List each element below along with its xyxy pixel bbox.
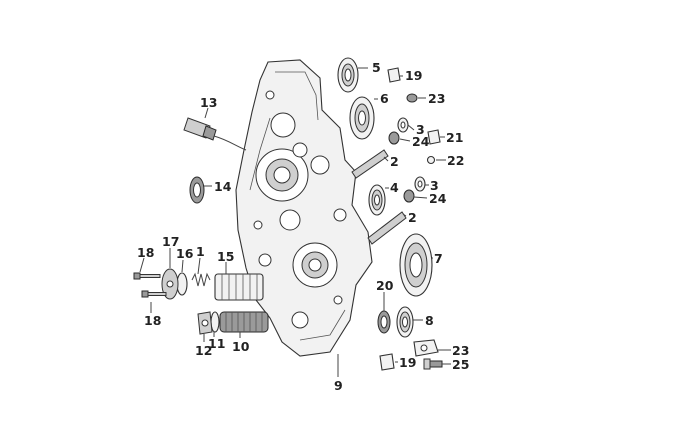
strainer-10 bbox=[219, 311, 269, 333]
callout-19-upper: 19 bbox=[405, 68, 422, 83]
clip-19-lower bbox=[379, 353, 395, 371]
dowel-pin-2-lower bbox=[367, 211, 407, 245]
bolt-18-lower bbox=[141, 290, 167, 298]
callout-3-upper: 3 bbox=[416, 122, 425, 137]
callout-14: 14 bbox=[214, 179, 232, 194]
callout-2-lower: 2 bbox=[408, 210, 417, 225]
callout-17: 17 bbox=[162, 234, 179, 249]
callout-3-lower: 3 bbox=[430, 178, 439, 193]
callout-25: 25 bbox=[452, 357, 469, 372]
plug-22 bbox=[426, 155, 436, 165]
callout-11: 11 bbox=[208, 336, 225, 351]
callout-10: 10 bbox=[232, 339, 250, 354]
callout-12: 12 bbox=[195, 343, 212, 358]
callout-19-lower: 19 bbox=[399, 355, 416, 370]
callout-1: 1 bbox=[196, 244, 205, 259]
leader-lines bbox=[139, 67, 451, 377]
callout-4: 4 bbox=[390, 180, 399, 195]
bearing-8 bbox=[396, 306, 414, 338]
dowel-pin-2-upper bbox=[351, 149, 389, 179]
callout-20: 20 bbox=[376, 278, 394, 293]
callout-6: 6 bbox=[380, 91, 389, 106]
callout-8: 8 bbox=[425, 313, 434, 328]
callout-24-upper: 24 bbox=[412, 134, 430, 149]
plug-24-lower bbox=[403, 189, 415, 203]
seal-20 bbox=[377, 310, 391, 334]
callout-18-lower: 18 bbox=[144, 313, 161, 328]
bolt-25 bbox=[423, 358, 443, 370]
bearing-7 bbox=[399, 233, 433, 297]
callout-21: 21 bbox=[446, 130, 463, 145]
callout-9: 9 bbox=[334, 378, 343, 393]
callout-23-lower: 23 bbox=[452, 343, 469, 358]
plug-24-upper bbox=[388, 131, 400, 145]
oil-filter-15 bbox=[214, 273, 264, 301]
drain-plug-12 bbox=[197, 311, 213, 335]
callout-13: 13 bbox=[200, 95, 217, 110]
callout-5: 5 bbox=[372, 60, 381, 75]
washer-3-lower bbox=[414, 176, 426, 192]
cover-17 bbox=[161, 268, 179, 300]
callout-24-lower: 24 bbox=[429, 191, 447, 206]
spring-1 bbox=[191, 272, 211, 287]
callout-23-upper: 23 bbox=[428, 91, 445, 106]
bearing-4 bbox=[368, 184, 386, 216]
seal-14 bbox=[189, 176, 205, 204]
callout-7: 7 bbox=[434, 251, 443, 266]
callout-15: 15 bbox=[217, 249, 234, 264]
bearing-6 bbox=[349, 96, 375, 140]
part-23-upper bbox=[406, 93, 418, 103]
crankcase-body bbox=[235, 59, 373, 357]
callout-22: 22 bbox=[447, 153, 464, 168]
plate-23-lower bbox=[413, 339, 439, 357]
washer-3-upper bbox=[397, 117, 409, 133]
bearing-5 bbox=[337, 57, 359, 93]
callout-2-upper: 2 bbox=[390, 154, 399, 169]
sensor-13 bbox=[183, 117, 247, 151]
callout-18-upper: 18 bbox=[137, 245, 154, 260]
clip-21 bbox=[427, 129, 441, 145]
clip-19-upper bbox=[387, 67, 401, 83]
bolt-18-upper bbox=[133, 272, 161, 280]
callout-16: 16 bbox=[176, 246, 194, 261]
callout-labels: 5 19 6 23 3 21 24 2 22 4 3 24 2 7 20 8 2… bbox=[137, 60, 469, 393]
